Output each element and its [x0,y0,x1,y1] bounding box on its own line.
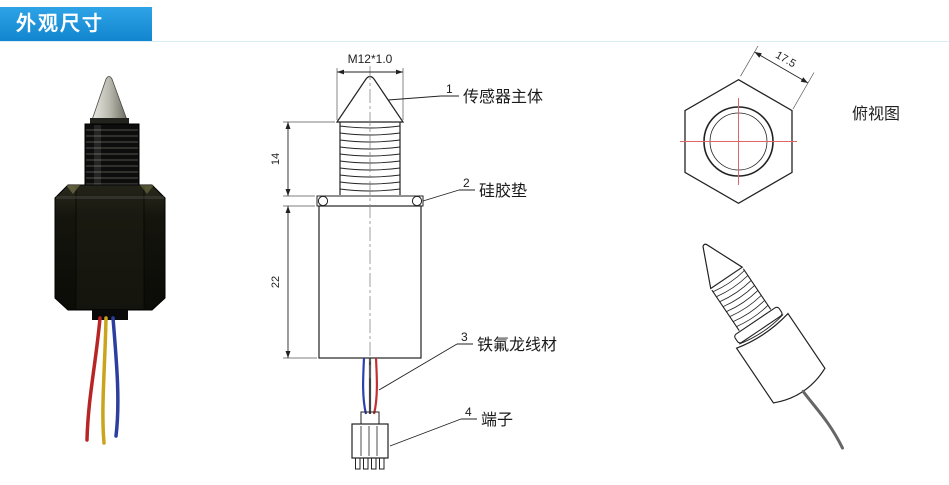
iso-cone [702,243,744,290]
callout-3-num: 3 [461,330,468,344]
drawing-cone [335,75,405,123]
callout-silicone-pad: 2 硅胶垫 [422,176,527,202]
thread-length-text: 14 [270,153,282,165]
iso-collar [734,306,784,345]
body-length-text: 22 [270,276,282,288]
red-centerlines [680,98,797,185]
iso-wire [801,389,845,450]
photo-lead-wires [85,316,120,445]
callout-3-label: 铁氟龙线材 [477,336,557,354]
section-title: 外观尺寸 [16,13,104,35]
iso-body [735,312,826,404]
photo-cone-tip [90,76,129,126]
callout-2-num: 2 [463,176,470,190]
isometric-drawing [702,243,845,450]
across-dim-text: 17.5 [773,49,798,70]
top-view-drawing: 17.5 [680,45,815,205]
dim-body-length: 22 [270,205,317,359]
callout-ptfe-wire: 3 铁氟龙线材 [378,330,557,391]
callout-1-num: 1 [446,82,453,96]
section-banner: 外观尺寸 [0,7,152,41]
callout-4-num: 4 [465,405,472,419]
dim-thread-length: 14 [270,121,335,197]
sensor-photo [54,76,166,445]
thread-spec-text: M12*1.0 [348,52,393,66]
photo-wire-yellow [101,316,108,445]
photo-hex-body [54,184,166,320]
hex-outline [684,78,793,205]
photo-wire-red [85,316,102,442]
callout-sensor-body: 1 传感器主体 [387,82,543,106]
callout-1-label: 传感器主体 [463,88,543,106]
dim-thread-spec: M12*1.0 [336,52,404,120]
callout-terminal: 4 端子 [389,405,513,447]
callout-2-label: 硅胶垫 [479,182,527,200]
drawing-terminal-connector [351,411,389,470]
front-view-drawing: M12*1.0 14 22 1 传感器主体 2 硅胶垫 [270,52,557,470]
drawing-wire-red [372,357,378,415]
iso-threads [711,268,772,332]
dim-across-flat: 17.5 [740,45,815,110]
iso-sensor [702,243,845,450]
drawing-wire-blue [362,357,368,415]
photo-threaded-section [82,123,142,196]
top-view-caption: 俯视图 [852,106,901,123]
banner-underline [0,41,949,42]
photo-wire-blue [111,316,120,438]
callout-4-label: 端子 [481,411,513,429]
